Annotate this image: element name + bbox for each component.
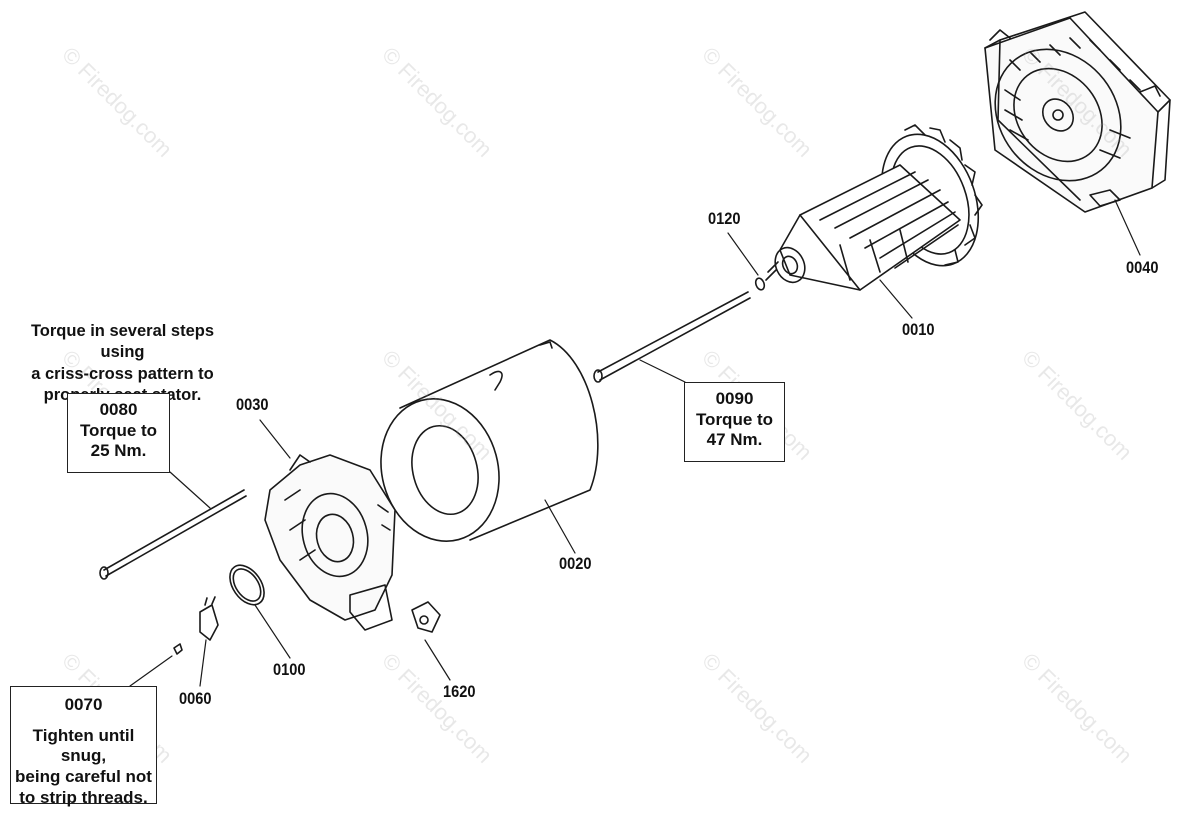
front-housing-0030 [264,454,396,631]
note-line: Tighten until snug, [32,725,135,766]
bolt-0090 [593,291,751,383]
stator-0020 [380,339,599,542]
end-housing-0040 [984,11,1171,213]
note-line: Torque in several steps using [30,322,215,362]
part-label-1620: 1620 [443,682,476,701]
part-label-0040: 0040 [1126,258,1159,277]
oring-0100 [229,564,265,606]
washer-0120 [754,277,766,291]
note-line: 0090 [715,389,754,408]
note-line: Torque to [79,420,158,440]
bolt-0090-torque-box: 0090 Torque to 47 Nm. [684,382,785,462]
note-line: a criss-cross pattern to [31,364,214,383]
screw-0070-note-box: 0070 Tighten until snug, being careful n… [10,686,157,807]
bolt-0080 [99,489,247,580]
part-label-0120: 0120 [708,209,741,228]
note-line: 25 Nm. [90,441,147,461]
note-line: 0070 [64,695,103,714]
bolt-0080-torque-box: 0080 Torque to 25 Nm. [67,393,170,473]
part-label-0020: 0020 [559,554,592,573]
note-line: being careful not [15,767,152,787]
screw-0070 [173,643,183,655]
brush-holder-0060 [199,596,219,641]
note-line: 0080 [99,400,138,419]
part-label-0010: 0010 [902,320,935,339]
clip-1620 [411,601,441,633]
note-line: to strip threads. [19,787,148,807]
note-line: 47 Nm. [706,430,763,450]
rotor-0010 [765,124,983,291]
part-label-0060: 0060 [179,689,212,708]
note-line: Torque to [695,409,774,429]
part-label-0030: 0030 [236,395,269,414]
leader-lines [129,199,1141,687]
part-label-0100: 0100 [273,660,306,679]
